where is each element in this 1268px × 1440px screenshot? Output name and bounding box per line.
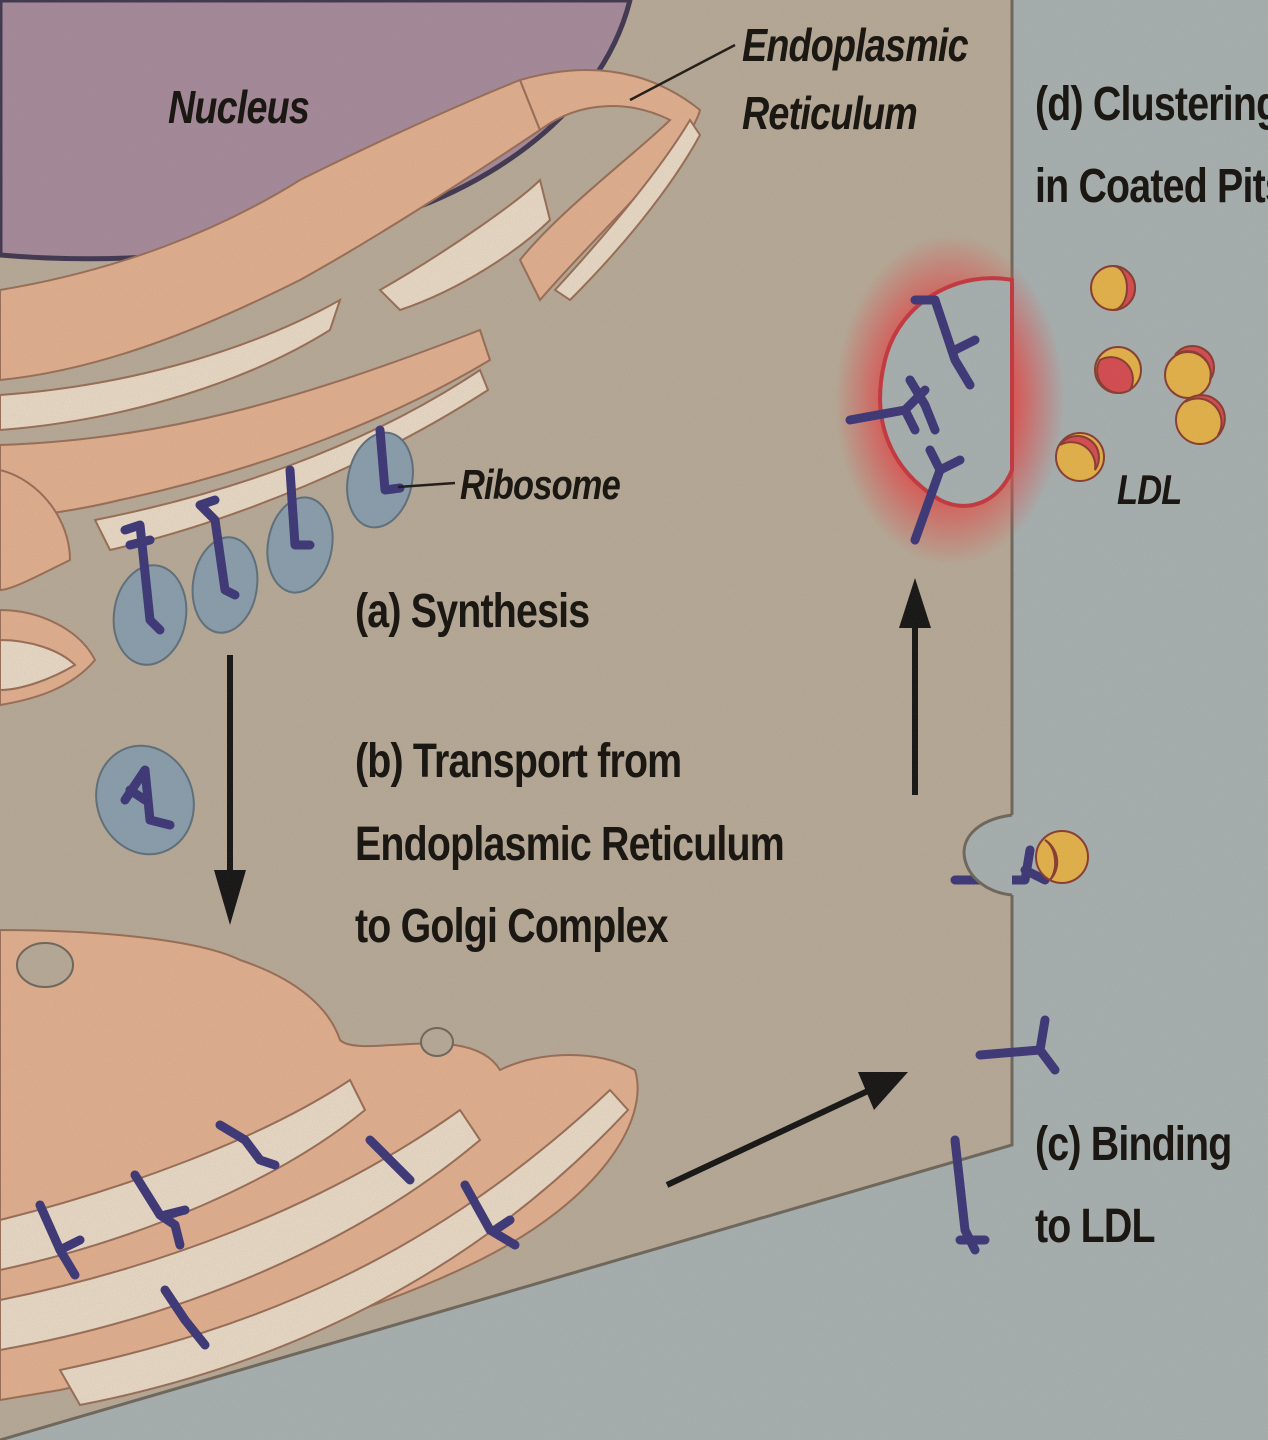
step-d-label-line2: in Coated Pits (1035, 160, 1268, 214)
ldl-label: LDL (1117, 466, 1181, 514)
er-label-line2: Reticulum (742, 86, 917, 140)
step-c-label-line2: to LDL (1035, 1200, 1155, 1254)
ribosome-label: Ribosome (460, 461, 620, 509)
step-b-label-line2: Endoplasmic Reticulum (355, 818, 784, 872)
step-d-label-line1: (d) Clustering (1035, 78, 1268, 132)
step-b-label-line3: to Golgi Complex (355, 900, 668, 954)
er-label-line1: Endoplasmic (742, 18, 968, 72)
step-a-label: (a) Synthesis (355, 585, 589, 639)
step-c-label-line1: (c) Binding (1035, 1118, 1231, 1172)
step-b-label-line1: (b) Transport from (355, 735, 681, 789)
nucleus-label: Nucleus (168, 80, 309, 134)
